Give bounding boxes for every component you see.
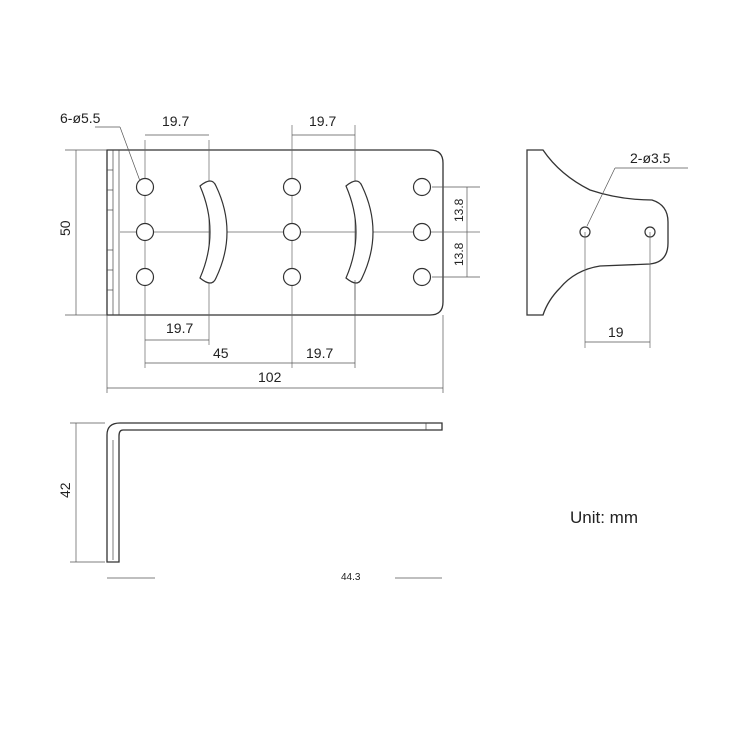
dim-spacing-bottom-right: 19.7 [306,345,333,361]
dim-pitch-lower: 13.8 [452,242,466,266]
hole [412,267,432,287]
flange-outline [526,149,669,316]
hole [135,222,155,242]
plate-outline [106,149,444,316]
front-view: 42 44.3 [57,422,443,583]
side-holes-callout: 2-ø3.5 [630,150,671,166]
top-view: 6-ø5.5 19.7 19.7 50 13.8 13.8 19.7 45 19… [57,110,480,393]
hole [282,222,302,242]
hole [282,267,302,287]
hinge-strip [107,150,120,315]
dim-side-hole-spacing: 19 [608,324,624,340]
curved-slot-right [345,180,374,284]
dim-45: 45 [213,345,229,361]
dim-height: 50 [57,220,73,236]
hole [412,222,432,242]
hole [135,177,155,197]
holes-leader-arrow [119,126,141,182]
dim-spacing-top-left: 19.7 [162,113,189,129]
unit-note: Unit: mm [570,508,638,527]
hole [135,267,155,287]
l-bracket-outline [106,422,443,563]
curved-slot-left [199,180,228,284]
dim-spacing-bottom-left: 19.7 [166,320,193,336]
hole [412,177,432,197]
dim-pitch-upper: 13.8 [452,198,466,222]
dim-bend-height: 42 [57,482,73,498]
dim-bend-width: 44.3 [341,572,361,583]
hole [282,177,302,197]
side-view: 19 2-ø3.5 [526,149,688,348]
holes-callout: 6-ø5.5 [60,110,101,126]
dim-length: 102 [258,369,282,385]
dim-spacing-top-right: 19.7 [309,113,336,129]
